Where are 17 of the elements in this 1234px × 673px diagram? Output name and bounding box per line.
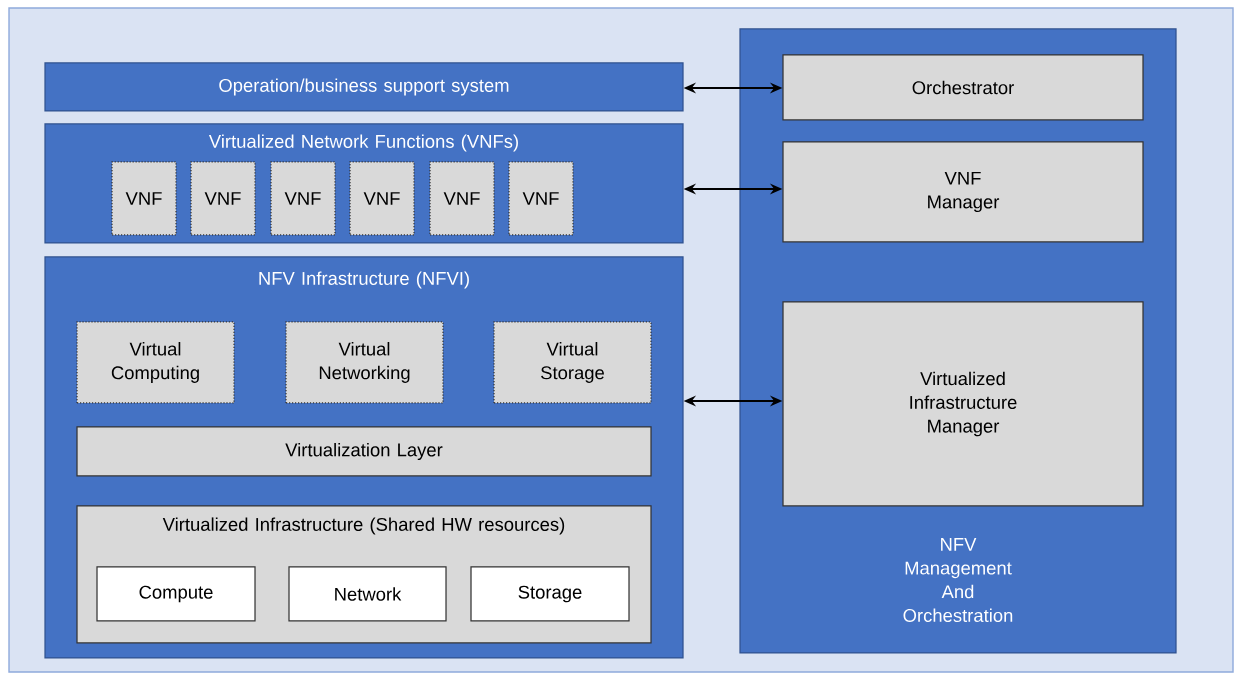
system-bar: Operation/business support system: [44, 62, 684, 112]
resource-box: Virtual Storage: [493, 321, 652, 404]
manager-box: Orchestrator: [782, 54, 1144, 121]
function-box: VNF: [429, 161, 495, 236]
hardware-box: Network: [288, 566, 447, 622]
function-box: VNF: [349, 161, 415, 236]
manager-box: VNF Manager: [782, 141, 1144, 243]
layer-bar: Virtualization Layer: [76, 426, 652, 477]
function-box: VNF: [190, 161, 256, 236]
function-box: VNF: [270, 161, 336, 236]
resource-box: Virtual Networking: [285, 321, 444, 404]
function-box: VNF: [508, 161, 574, 236]
hardware-box: Compute: [96, 566, 256, 622]
function-box: VNF: [111, 161, 177, 236]
manager-box: Virtualized Infrastructure Manager: [782, 301, 1144, 507]
hardware-box: Storage: [470, 566, 630, 622]
resource-box: Virtual Computing: [76, 321, 235, 404]
